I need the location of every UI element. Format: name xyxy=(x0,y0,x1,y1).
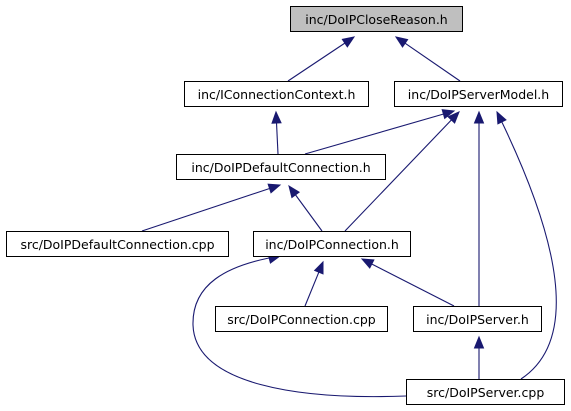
edge-server_cpp-to-servermodel xyxy=(496,110,557,380)
node-box xyxy=(253,231,411,257)
edge-conn_h-to-defaultconn_h xyxy=(288,184,323,232)
edge-arrowhead xyxy=(267,183,282,194)
edge-server_cpp-to-server_h xyxy=(473,335,485,379)
edge-line xyxy=(141,187,272,232)
edge-arrowhead xyxy=(313,260,324,275)
node-box xyxy=(406,379,565,405)
node-server_cpp[interactable]: src/DoIPServer.cpp xyxy=(406,379,565,405)
node-label: inc/DoIPDefaultConnection.h xyxy=(191,160,370,175)
node-label: inc/IConnectionContext.h xyxy=(198,87,356,102)
node-conn_cpp[interactable]: src/DoIPConnection.cpp xyxy=(215,306,388,332)
node-label: inc/DoIPServer.h xyxy=(426,312,529,327)
edge-defaultconn_cpp-to-defaultconn_h xyxy=(141,183,282,232)
node-closereason[interactable]: inc/DoIPCloseReason.h xyxy=(290,6,463,32)
edge-arrowhead xyxy=(473,110,485,124)
edge-line xyxy=(192,255,407,398)
edge-line xyxy=(304,270,321,307)
edge-line xyxy=(275,120,279,155)
edge-line xyxy=(287,41,347,82)
edge-line xyxy=(293,192,323,232)
edge-servermodel-to-closereason xyxy=(394,36,461,82)
node-label: inc/DoIPConnection.h xyxy=(265,237,399,252)
edge-arrowhead xyxy=(441,109,456,120)
node-box xyxy=(394,81,563,107)
node-server_h[interactable]: inc/DoIPServer.h xyxy=(413,306,542,332)
edge-arrowhead xyxy=(394,36,409,48)
node-label: inc/DoIPCloseReason.h xyxy=(305,12,447,27)
node-box xyxy=(413,306,542,332)
edge-server_h-to-servermodel xyxy=(473,110,485,306)
edge-arrowhead xyxy=(473,335,485,349)
edges-layer xyxy=(141,36,557,398)
edge-arrowhead xyxy=(360,258,375,269)
node-label: inc/DoIPServerModel.h xyxy=(408,87,549,102)
edge-arrowhead xyxy=(288,184,301,199)
edge-server_h-to-conn_h xyxy=(360,258,455,307)
nodes-layer: inc/DoIPCloseReason.h inc/IConnectionCont… xyxy=(6,6,565,405)
edge-line xyxy=(403,41,461,82)
edge-conn_cpp-to-conn_h xyxy=(304,260,324,307)
edge-line xyxy=(496,111,557,380)
node-box xyxy=(6,231,229,257)
node-defaultconn_h[interactable]: inc/DoIPDefaultConnection.h xyxy=(176,154,386,180)
node-conn_h[interactable]: inc/DoIPConnection.h xyxy=(253,231,411,257)
edge-line xyxy=(369,262,455,307)
node-box xyxy=(184,81,369,107)
edge-line xyxy=(344,118,454,232)
edge-iconnctx-to-closereason xyxy=(287,36,356,82)
node-label: src/DoIPServer.cpp xyxy=(427,385,545,400)
node-servermodel[interactable]: inc/DoIPServerModel.h xyxy=(394,81,563,107)
node-label: src/DoIPDefaultConnection.cpp xyxy=(20,237,214,252)
node-box xyxy=(290,6,463,32)
node-box xyxy=(176,154,386,180)
node-defaultconn_cpp[interactable]: src/DoIPDefaultConnection.cpp xyxy=(6,231,229,257)
edge-conn_h-to-servermodel xyxy=(344,111,460,232)
node-box xyxy=(215,306,388,332)
edge-arrowhead xyxy=(496,110,507,125)
edge-line xyxy=(304,112,446,155)
edge-arrowhead xyxy=(271,110,282,124)
edge-arrowhead xyxy=(447,111,460,124)
edge-defaultconn_h-to-iconnctx xyxy=(271,110,282,155)
node-iconnctx[interactable]: inc/IConnectionContext.h xyxy=(184,81,369,107)
edge-defaultconn_h-to-servermodel xyxy=(304,109,456,155)
edge-arrowhead xyxy=(341,36,356,48)
node-label: src/DoIPConnection.cpp xyxy=(227,312,375,327)
